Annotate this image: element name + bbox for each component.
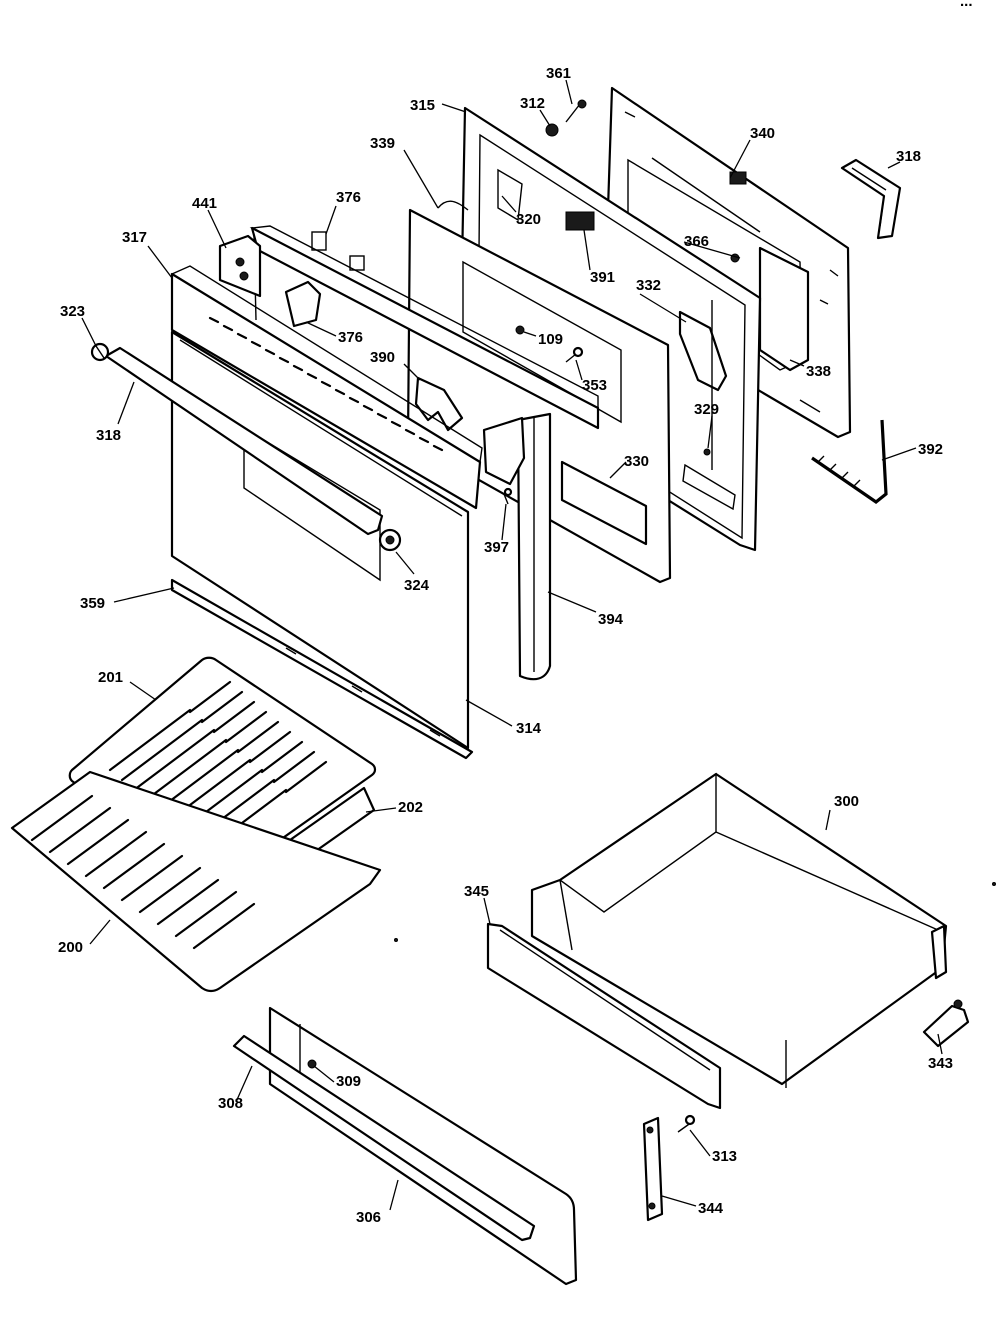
callout-339: 339 (370, 135, 395, 152)
callout-359: 359 (80, 595, 105, 612)
callout-376-mid: 376 (338, 329, 363, 346)
callout-366: 366 (684, 233, 709, 250)
speck (394, 938, 398, 942)
bottom-trim-359 (170, 578, 474, 760)
drawer-handle-308 (232, 1034, 536, 1242)
screw-397 (503, 493, 509, 505)
callout-391: 391 (590, 269, 615, 286)
callout-340: 340 (750, 125, 775, 142)
callout-201: 201 (98, 669, 123, 686)
callout-309: 309 (336, 1073, 361, 1090)
callout-312: 312 (520, 95, 545, 112)
leader-lines (81, 79, 943, 1211)
screw-361 (565, 103, 581, 123)
callout-394: 394 (598, 611, 624, 628)
callout-323: 323 (60, 303, 85, 320)
door-frame-376 (249, 225, 600, 430)
callout-313: 313 (712, 1148, 737, 1165)
header-fragment: ... (960, 0, 973, 10)
callout-202: 202 (398, 799, 423, 816)
callout-315: 315 (410, 97, 435, 114)
callout-392: 392 (918, 441, 943, 458)
callout-441: 441 (192, 195, 217, 212)
callout-332: 332 (636, 277, 661, 294)
callout-308: 308 (218, 1095, 243, 1112)
side-trim-394 (482, 412, 552, 681)
callout-397: 397 (484, 539, 509, 556)
drawer-body-300 (530, 772, 948, 1088)
callout-300: 300 (834, 793, 859, 810)
callout-320: 320 (516, 211, 541, 228)
callout-343: 343 (928, 1055, 953, 1072)
callout-318-left: 318 (96, 427, 121, 444)
callout-329: 329 (694, 401, 719, 418)
oven-rack-200 (10, 770, 382, 993)
callout-318-top: 318 (896, 148, 921, 165)
callout-361: 361 (546, 65, 571, 82)
callout-109: 109 (538, 331, 563, 348)
callout-344: 344 (698, 1200, 724, 1217)
drawer-front-306 (268, 1006, 578, 1286)
speck (992, 882, 996, 886)
door-gasket-318-top (840, 158, 902, 240)
callout-330: 330 (624, 453, 649, 470)
callout-324: 324 (404, 577, 430, 594)
callout-306: 306 (356, 1209, 381, 1226)
drawer-frame-345 (486, 922, 722, 1110)
hardware-screws (503, 99, 740, 1133)
bracket-390 (414, 376, 464, 432)
callout-labels: 361 312 315 340 318 339 320 366 441 376 … (58, 65, 953, 1226)
callout-353: 353 (582, 377, 607, 394)
control-panel-317 (170, 265, 483, 510)
door-handle-316 (90, 342, 384, 536)
knob-324 (378, 528, 402, 552)
hinge-bracket-441 (218, 234, 262, 298)
callout-338: 338 (806, 363, 831, 380)
screw-312 (545, 123, 559, 137)
callout-317: 317 (122, 229, 147, 246)
callout-390: 390 (370, 349, 395, 366)
callout-314: 314 (516, 720, 542, 737)
slide-rail-344 (642, 1116, 664, 1222)
callout-200: 200 (58, 939, 83, 956)
drawer-roller-343 (922, 999, 970, 1048)
wire-gasket-392 (811, 419, 888, 504)
callout-345: 345 (464, 883, 489, 900)
callout-376-top: 376 (336, 189, 361, 206)
